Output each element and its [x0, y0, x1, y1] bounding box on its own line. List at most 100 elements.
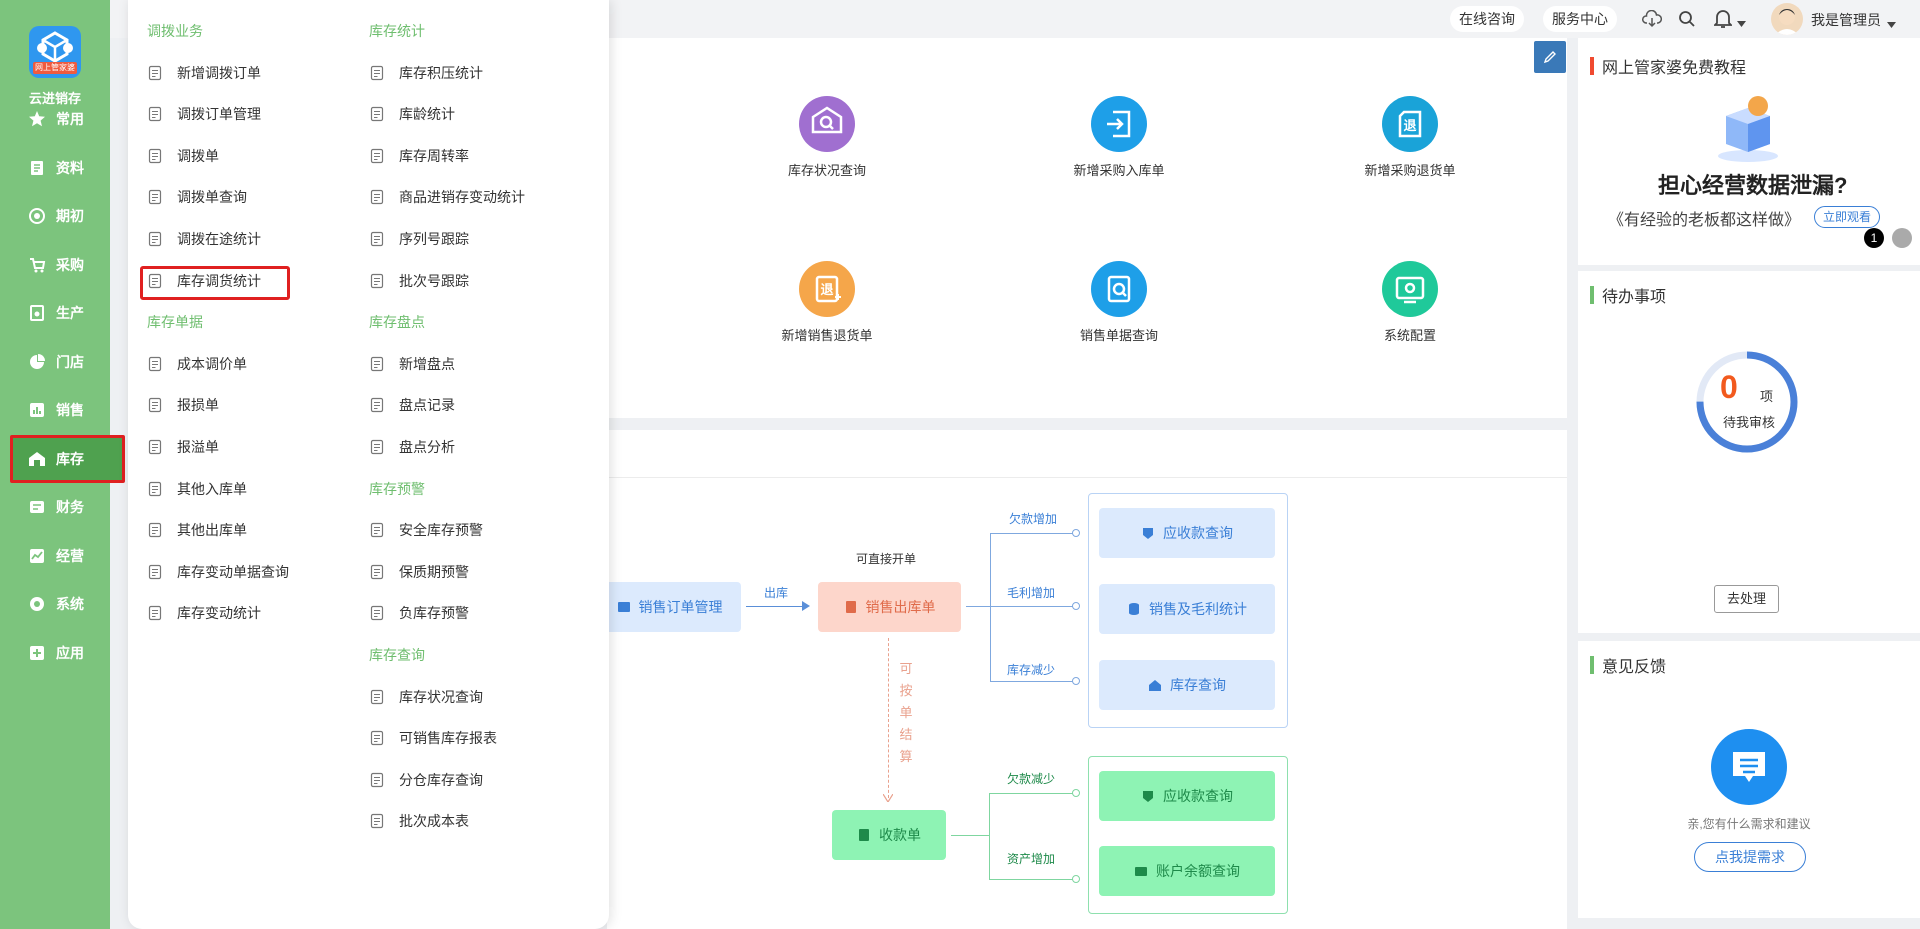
sidebar-item-10[interactable]: 系统 [10, 580, 110, 628]
menu-item[interactable]: 安全库存预警 [369, 519, 483, 541]
flow-account-balance-box[interactable]: 账户余额查询 [1099, 846, 1275, 896]
sidebar-item-7[interactable]: 库存 [10, 434, 125, 483]
flow-settle-label: 可按单结算 [899, 658, 913, 768]
chevron-down-icon[interactable] [1737, 15, 1746, 30]
service-center-button[interactable]: 服务中心 [1543, 6, 1617, 32]
sidebar-item-0[interactable]: 常用 [10, 95, 110, 143]
report-icon [369, 231, 385, 247]
menu-item[interactable]: 新增盘点 [369, 353, 455, 375]
sidebar-item-1[interactable]: 资料 [10, 144, 110, 192]
sales-return-icon[interactable]: 退 [799, 261, 855, 317]
sidebar-item-5[interactable]: 门店 [10, 338, 110, 386]
menu-item[interactable]: 批次成本表 [369, 810, 469, 832]
submit-request-button[interactable]: 点我提需求 [1694, 842, 1806, 872]
logo-tag: 网上管家婆 [33, 62, 77, 74]
watch-now-button[interactable]: 立即观看 [1814, 206, 1881, 228]
menu-item[interactable]: 报溢单 [147, 436, 219, 458]
sidebar-item-4[interactable]: 生产 [10, 289, 110, 337]
menu-item[interactable]: 序列号跟踪 [369, 228, 469, 250]
menu-item-label: 盘点记录 [399, 397, 455, 414]
menu-item[interactable]: 库存调货统计 [147, 270, 261, 292]
menu-item[interactable]: 负库存预警 [369, 602, 469, 624]
app-logo[interactable]: 网上管家婆 [29, 26, 81, 78]
menu-item-label: 批次号跟踪 [399, 272, 469, 289]
banner-headline: 担心经营数据泄漏? [1658, 173, 1848, 198]
report-icon [147, 481, 163, 497]
menu-item-label: 报损单 [177, 397, 219, 414]
menu-item[interactable]: 调拨订单管理 [147, 103, 261, 125]
purchase-return-icon[interactable]: 退 [1382, 96, 1438, 152]
menu-item[interactable]: 库存变动统计 [147, 602, 261, 624]
quick-access-panel [607, 38, 1567, 418]
settings-icon[interactable] [1382, 261, 1438, 317]
flow-stock-query-box[interactable]: 库存查询 [1099, 660, 1275, 710]
user-menu-chevron-icon[interactable] [1887, 16, 1896, 31]
carousel-dot[interactable] [1892, 228, 1912, 248]
sidebar-item-3[interactable]: 采购 [10, 241, 110, 289]
flow-receipt-box[interactable]: 收款单 [832, 810, 946, 860]
menu-item[interactable]: 可销售库存报表 [369, 727, 497, 749]
report-icon [147, 65, 163, 81]
menu-item[interactable]: 库存变动单据查询 [147, 561, 289, 583]
menu-section-header: 库存查询 [369, 647, 425, 663]
menu-item[interactable]: 报损单 [147, 394, 219, 416]
purchase-in-icon[interactable] [1091, 96, 1147, 152]
online-consult-button[interactable]: 在线咨询 [1450, 6, 1524, 32]
quick-access-label[interactable]: 新增采购退货单 [1364, 163, 1456, 178]
menu-item[interactable]: 调拨单查询 [147, 186, 247, 208]
arrow-down-icon [883, 794, 893, 802]
edit-button[interactable] [1534, 41, 1566, 73]
flow-sales-profit-box[interactable]: 销售及毛利统计 [1099, 584, 1275, 634]
report-icon [147, 231, 163, 247]
sidebar-item-8[interactable]: 财务 [10, 483, 110, 531]
menu-item[interactable]: 调拨在途统计 [147, 228, 261, 250]
sales-search-icon[interactable] [1091, 261, 1147, 317]
menu-item[interactable]: 库存积压统计 [369, 62, 483, 84]
quick-access-label[interactable]: 销售单据查询 [1079, 328, 1158, 343]
menu-item[interactable]: 保质期预警 [369, 561, 469, 583]
quick-access-label[interactable]: 系统配置 [1383, 328, 1436, 343]
process-button[interactable]: 去处理 [1714, 585, 1780, 613]
cloud-download-icon[interactable] [1642, 9, 1662, 31]
menu-item[interactable]: 库龄统计 [369, 103, 455, 125]
sidebar-item-11[interactable]: 应用 [10, 629, 110, 677]
sidebar-item-2[interactable]: 期初 [10, 192, 110, 240]
quick-access-label[interactable]: 库存状况查询 [787, 163, 866, 178]
report-icon [147, 189, 163, 205]
menu-item[interactable]: 其他入库单 [147, 478, 247, 500]
menu-item[interactable]: 盘点记录 [369, 394, 455, 416]
sidebar-item-label: 销售 [56, 402, 84, 418]
flow-upper-label-1: 欠款增加 [1009, 512, 1058, 526]
menu-item[interactable]: 分仓库存查询 [369, 769, 483, 791]
flow-upper-label-2: 毛利增加 [1007, 586, 1056, 600]
flow-receivable-box[interactable]: 应收款查询 [1099, 508, 1275, 558]
flow-sales-out-box[interactable]: 销售出库单 [818, 582, 961, 632]
carousel-dot-active[interactable]: 1 [1864, 228, 1884, 248]
feedback-icon [1711, 729, 1787, 805]
sidebar-item-label: 门店 [56, 353, 84, 370]
menu-item[interactable]: 成本调价单 [147, 353, 247, 375]
report-icon [369, 730, 385, 746]
sidebar-item-9[interactable]: 经营 [10, 532, 110, 580]
quick-access-label[interactable]: 新增销售退货单 [781, 328, 873, 343]
menu-item[interactable]: 库存周转率 [369, 145, 469, 167]
search-icon[interactable] [1678, 10, 1696, 31]
user-name[interactable]: 我是管理员 [1811, 12, 1881, 28]
flow-receivable-box-2[interactable]: 应收款查询 [1099, 771, 1275, 821]
menu-item[interactable]: 盘点分析 [369, 436, 455, 458]
menu-item[interactable]: 库存状况查询 [369, 686, 483, 708]
menu-item[interactable]: 调拨单 [147, 145, 219, 167]
menu-item[interactable]: 商品进销存变动统计 [369, 186, 525, 208]
bell-icon[interactable] [1712, 9, 1734, 32]
menu-item-label: 库龄统计 [399, 106, 455, 123]
menu-item[interactable]: 批次号跟踪 [369, 270, 469, 292]
menu-item[interactable]: 其他出库单 [147, 519, 247, 541]
sidebar-item-6[interactable]: 销售 [10, 386, 110, 434]
flow-lower-label-2: 资产增加 [1007, 852, 1056, 866]
sidebar-item-label: 生产 [56, 305, 84, 321]
flow-sales-order-box[interactable]: 销售订单管理 [598, 582, 741, 632]
avatar[interactable] [1771, 3, 1803, 35]
stock-search-icon[interactable] [799, 96, 855, 152]
quick-access-label[interactable]: 新增采购入库单 [1073, 163, 1165, 178]
menu-item[interactable]: 新增调拨订单 [147, 62, 261, 84]
